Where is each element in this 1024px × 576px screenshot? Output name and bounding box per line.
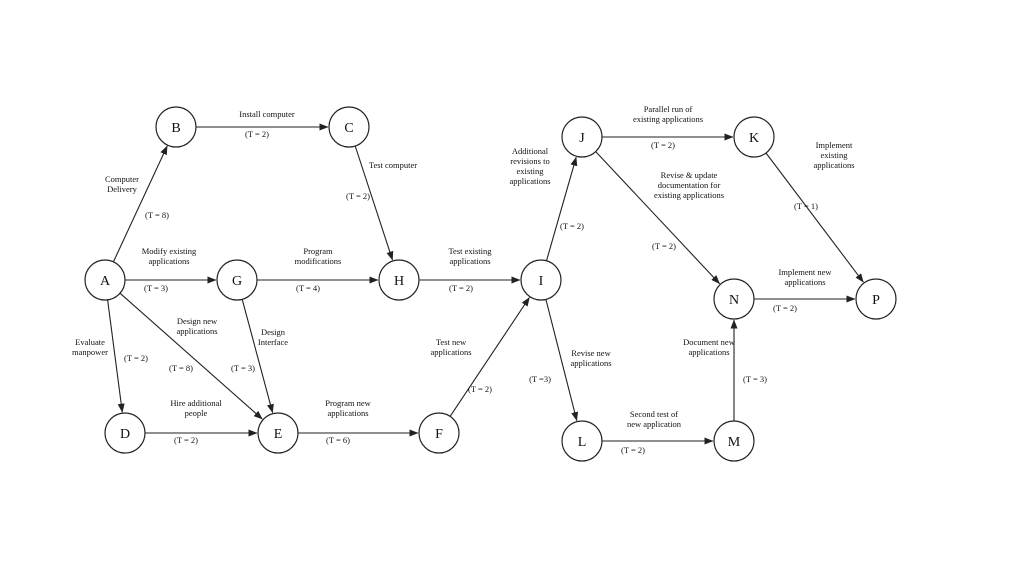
duration-label-j-n: (T = 2) — [652, 241, 676, 251]
activity-label-c-h: Test computer — [369, 160, 417, 170]
node-label: G — [232, 274, 242, 289]
node-circle — [216, 259, 258, 301]
node-circle — [561, 116, 603, 158]
node-e: E — [257, 412, 299, 454]
node-g: G — [216, 259, 258, 301]
duration-label-c-h: (T = 2) — [346, 191, 370, 201]
nodes-layer: A B C D E F G H I J K L M N P — [84, 106, 897, 462]
duration-label-i-l: (T =3) — [529, 374, 551, 384]
node-m: M — [713, 420, 755, 462]
node-circle — [733, 116, 775, 158]
edge-arrow-c-h — [354, 145, 394, 261]
duration-label-a-b: (T = 8) — [145, 210, 169, 220]
duration-label-f-i: (T = 2) — [468, 384, 492, 394]
edges-layer — [107, 123, 864, 445]
node-label: B — [171, 121, 180, 136]
node-b: B — [155, 106, 197, 148]
duration-label-d-e: (T = 2) — [174, 435, 198, 445]
node-circle — [713, 420, 755, 462]
node-label: P — [872, 293, 880, 308]
edge-arrow-g-e — [241, 299, 274, 414]
duration-label-a-d: (T = 2) — [124, 353, 148, 363]
duration-label-g-e: (T = 3) — [231, 363, 255, 373]
edge-arrow-f-i — [449, 297, 530, 417]
node-i: I — [520, 259, 562, 301]
edge-arrow-i-l — [545, 299, 579, 422]
node-k: K — [733, 116, 775, 158]
node-label: J — [579, 131, 585, 146]
node-label: D — [120, 427, 130, 442]
node-circle — [328, 106, 370, 148]
node-label: A — [100, 274, 111, 289]
duration-label-l-m: (T = 2) — [621, 445, 645, 455]
node-label: L — [578, 435, 587, 450]
edge-arrow-a-e — [119, 292, 263, 420]
node-p: P — [855, 278, 897, 320]
activity-label-b-c: Install computer — [239, 109, 295, 119]
node-label: F — [435, 427, 443, 442]
duration-label-g-h: (T = 4) — [296, 283, 320, 293]
duration-label-h-i: (T = 2) — [449, 283, 473, 293]
duration-label-i-j: (T = 2) — [560, 221, 584, 231]
node-label: H — [394, 274, 404, 289]
node-label: I — [539, 274, 544, 289]
node-a: A — [84, 259, 126, 301]
node-l: L — [561, 420, 603, 462]
duration-label-k-p: (T = 1) — [794, 201, 818, 211]
node-circle — [257, 412, 299, 454]
node-j: J — [561, 116, 603, 158]
duration-label-e-f: (T = 6) — [326, 435, 350, 445]
node-circle — [418, 412, 460, 454]
edge-arrow-a-d — [107, 299, 125, 413]
edge-arrow-j-n — [595, 151, 721, 285]
node-label: N — [729, 293, 739, 308]
edge-arrow-i-j — [545, 156, 578, 261]
node-label: C — [344, 121, 353, 136]
node-f: F — [418, 412, 460, 454]
node-label: K — [749, 131, 759, 146]
duration-label-b-c: (T = 2) — [245, 129, 269, 139]
node-circle — [104, 412, 146, 454]
node-circle — [378, 259, 420, 301]
duration-label-m-n: (T = 3) — [743, 374, 767, 384]
node-label: M — [728, 435, 741, 450]
node-c: C — [328, 106, 370, 148]
node-circle — [84, 259, 126, 301]
node-circle — [520, 259, 562, 301]
duration-label-a-g: (T = 3) — [144, 283, 168, 293]
node-label: E — [274, 427, 283, 442]
edge-arrow-k-p — [765, 152, 864, 283]
duration-label-a-e: (T = 8) — [169, 363, 193, 373]
node-circle — [855, 278, 897, 320]
node-circle — [713, 278, 755, 320]
node-n: N — [713, 278, 755, 320]
node-circle — [561, 420, 603, 462]
node-d: D — [104, 412, 146, 454]
node-h: H — [378, 259, 420, 301]
duration-label-n-p: (T = 2) — [773, 303, 797, 313]
edge-arrow-a-b — [112, 145, 168, 263]
duration-label-j-k: (T = 2) — [651, 140, 675, 150]
node-circle — [155, 106, 197, 148]
